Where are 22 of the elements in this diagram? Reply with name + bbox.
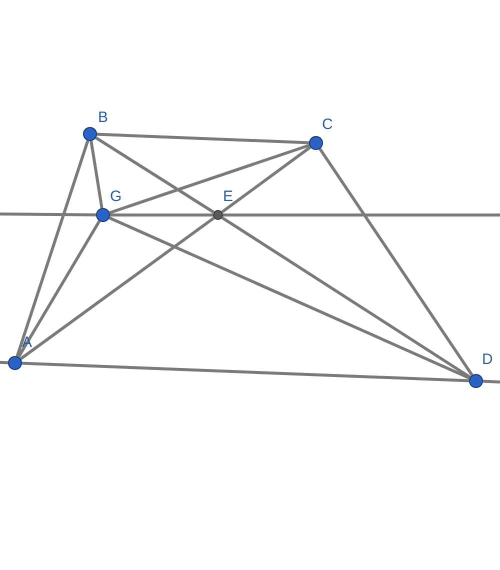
line-segment (17, 220, 101, 358)
line-segment (109, 144, 310, 214)
line-segment (90, 140, 104, 208)
line-segment (96, 132, 310, 144)
line (482, 380, 500, 384)
point-label: B (98, 110, 108, 126)
line-segment (221, 146, 312, 214)
line (223, 214, 500, 216)
line-segment (20, 216, 215, 360)
line-segment (110, 214, 213, 216)
point-label: G (110, 189, 122, 205)
point-label: C (322, 117, 333, 133)
line (0, 212, 96, 216)
line-segment (221, 216, 471, 378)
point-label: D (482, 352, 493, 368)
line-segment (108, 216, 470, 380)
line-segment (318, 148, 474, 376)
line-segment (95, 136, 215, 214)
point-label: E (223, 189, 234, 205)
line-segment (22, 362, 470, 382)
line (0, 360, 8, 364)
line-segment (16, 140, 90, 357)
